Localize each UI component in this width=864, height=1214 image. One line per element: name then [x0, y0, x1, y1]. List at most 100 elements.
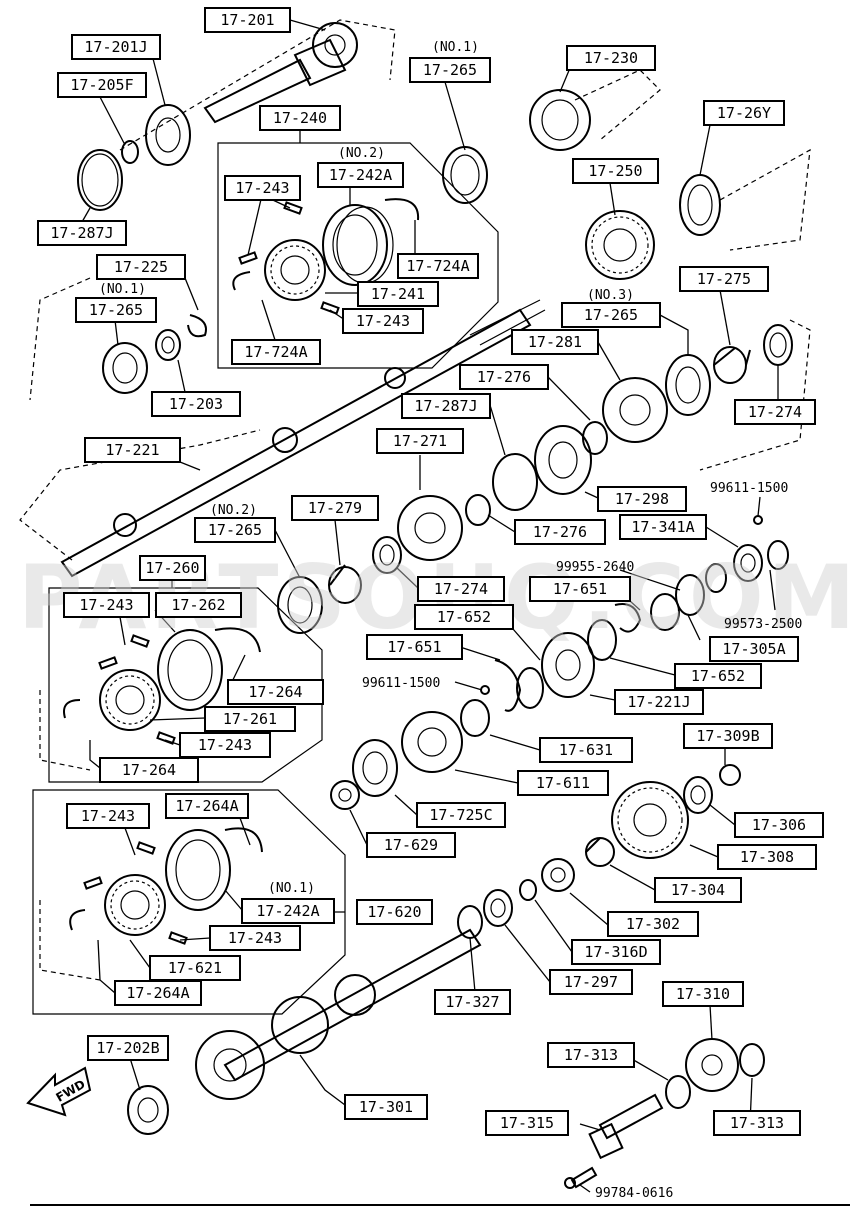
callout-17-241: 17-241 — [357, 281, 439, 307]
spring-17-264-lower — [63, 699, 81, 719]
callout-17-313: 17-313 — [713, 1110, 801, 1136]
note-no2-240: (NO.2) — [338, 146, 385, 161]
callout-17-341a: 17-341A — [619, 514, 707, 540]
callout-box — [231, 339, 321, 365]
callout-17-26y: 17-26Y — [703, 100, 785, 126]
callout-box — [155, 592, 242, 618]
spring-17-264A-lower — [69, 909, 86, 931]
callout-17-225: 17-225 — [96, 254, 186, 280]
callout-box — [179, 732, 271, 758]
callout-text: 17-243 — [81, 807, 135, 825]
gear-17-230 — [529, 89, 591, 151]
dashed-guide-gear — [574, 69, 661, 141]
label-99784-0616: 99784-0616 — [595, 1186, 673, 1201]
note-no3: (NO.3) — [587, 288, 634, 303]
group-outline-17-620 — [32, 789, 346, 1015]
callout-17-652: 17-652 — [674, 663, 762, 689]
hub-17-261 — [99, 669, 161, 731]
sync-ring-17-265-left — [102, 342, 148, 394]
callout-box — [194, 517, 276, 543]
callout-17-304: 17-304 — [654, 877, 742, 903]
callout-text: 17-724A — [244, 343, 307, 361]
callout-text: 17-341A — [631, 518, 694, 536]
callout-text: 17-724A — [406, 257, 469, 275]
callout-17-281: 17-281 — [511, 329, 599, 355]
callout-box — [679, 266, 769, 292]
callout-text: 17-243 — [198, 736, 252, 754]
sleeve-17-262 — [157, 629, 223, 711]
key-17-243-c — [320, 301, 340, 315]
callout-box — [139, 555, 206, 581]
callout-text: 17-305A — [722, 640, 785, 658]
ball-99611-1500-top — [753, 515, 763, 525]
shaft-17-201 — [203, 22, 358, 124]
callout-text: 17-221J — [627, 693, 690, 711]
gear-17-611 — [401, 711, 463, 773]
sync-ring-17-265-no3 — [665, 354, 711, 416]
callout-text: 17-265 — [208, 521, 262, 539]
hub-17-341A — [733, 544, 763, 582]
bearing-17-202B — [127, 1085, 169, 1135]
ring-17-287J-inner — [81, 153, 119, 207]
callout-text: 17-201 — [220, 11, 274, 29]
callout-17-725c: 17-725C — [416, 802, 506, 828]
part-drawings: FWD — [26, 22, 850, 1206]
callout-text: 17-629 — [384, 836, 438, 854]
key-17-243-j — [83, 876, 103, 890]
callout-text: 17-304 — [671, 881, 725, 899]
washer-17-313-right — [739, 1043, 765, 1077]
callout-17-652: 17-652 — [414, 604, 514, 630]
collar-17-275 — [713, 346, 751, 384]
callout-box — [717, 844, 817, 870]
callout-box — [204, 706, 296, 732]
callout-text: 17-250 — [588, 162, 642, 180]
callout-box — [344, 1094, 428, 1120]
callout-text: 17-316D — [584, 943, 647, 961]
callout-text: 17-203 — [169, 395, 223, 413]
needle-bearing-17-274-lower — [372, 536, 402, 574]
callout-box — [734, 812, 824, 838]
spring-17-264-upper — [214, 627, 261, 653]
key-17-243-a — [283, 201, 303, 215]
key-17-243-b — [238, 251, 258, 265]
clip-99955-2640 — [614, 603, 642, 633]
callout-17-313: 17-313 — [547, 1042, 635, 1068]
callout-17-243: 17-243 — [209, 925, 301, 951]
synchro-hub-17-241 — [264, 239, 326, 301]
gear-17-250 — [585, 210, 655, 280]
callout-text: 17-265 — [89, 301, 143, 319]
snap-ring-99573-2500 — [767, 540, 789, 570]
callout-box — [409, 57, 491, 83]
callout-text: 17-631 — [559, 741, 613, 759]
callout-text: 17-313 — [730, 1114, 784, 1132]
callout-17-240: 17-240 — [259, 105, 341, 131]
callout-text: 17-313 — [564, 1046, 618, 1064]
callout-box — [401, 393, 491, 419]
callout-text: 17-274 — [434, 580, 488, 598]
callout-box — [619, 514, 707, 540]
callout-text: 17-275 — [697, 270, 751, 288]
callout-text: 17-264A — [126, 984, 189, 1002]
callout-box — [356, 899, 433, 925]
note-no1-620: (NO.1) — [268, 881, 315, 896]
ring-17-651-lower — [516, 667, 544, 709]
callout-17-261: 17-261 — [204, 706, 296, 732]
callout-17-264a: 17-264A — [114, 980, 202, 1006]
callout-box — [654, 877, 742, 903]
callout-17-230: 17-230 — [566, 45, 656, 71]
callout-box — [84, 437, 181, 463]
callout-17-302: 17-302 — [607, 911, 699, 937]
dashed-guide-620 — [39, 900, 101, 981]
hub-17-26Y — [679, 174, 721, 236]
callout-17-651: 17-651 — [366, 634, 463, 660]
callout-17-287j: 17-287J — [401, 393, 491, 419]
callout-box — [514, 519, 606, 545]
callout-box — [66, 803, 150, 829]
callout-17-250: 17-250 — [572, 158, 659, 184]
callout-17-242a: 17-242A — [241, 898, 335, 924]
ring-17-287J-right — [492, 453, 538, 511]
label-99611-1500-top: 99611-1500 — [710, 481, 788, 496]
gear-17-308 — [611, 781, 689, 859]
callout-text: 17-261 — [223, 710, 277, 728]
callout-box — [414, 604, 514, 630]
